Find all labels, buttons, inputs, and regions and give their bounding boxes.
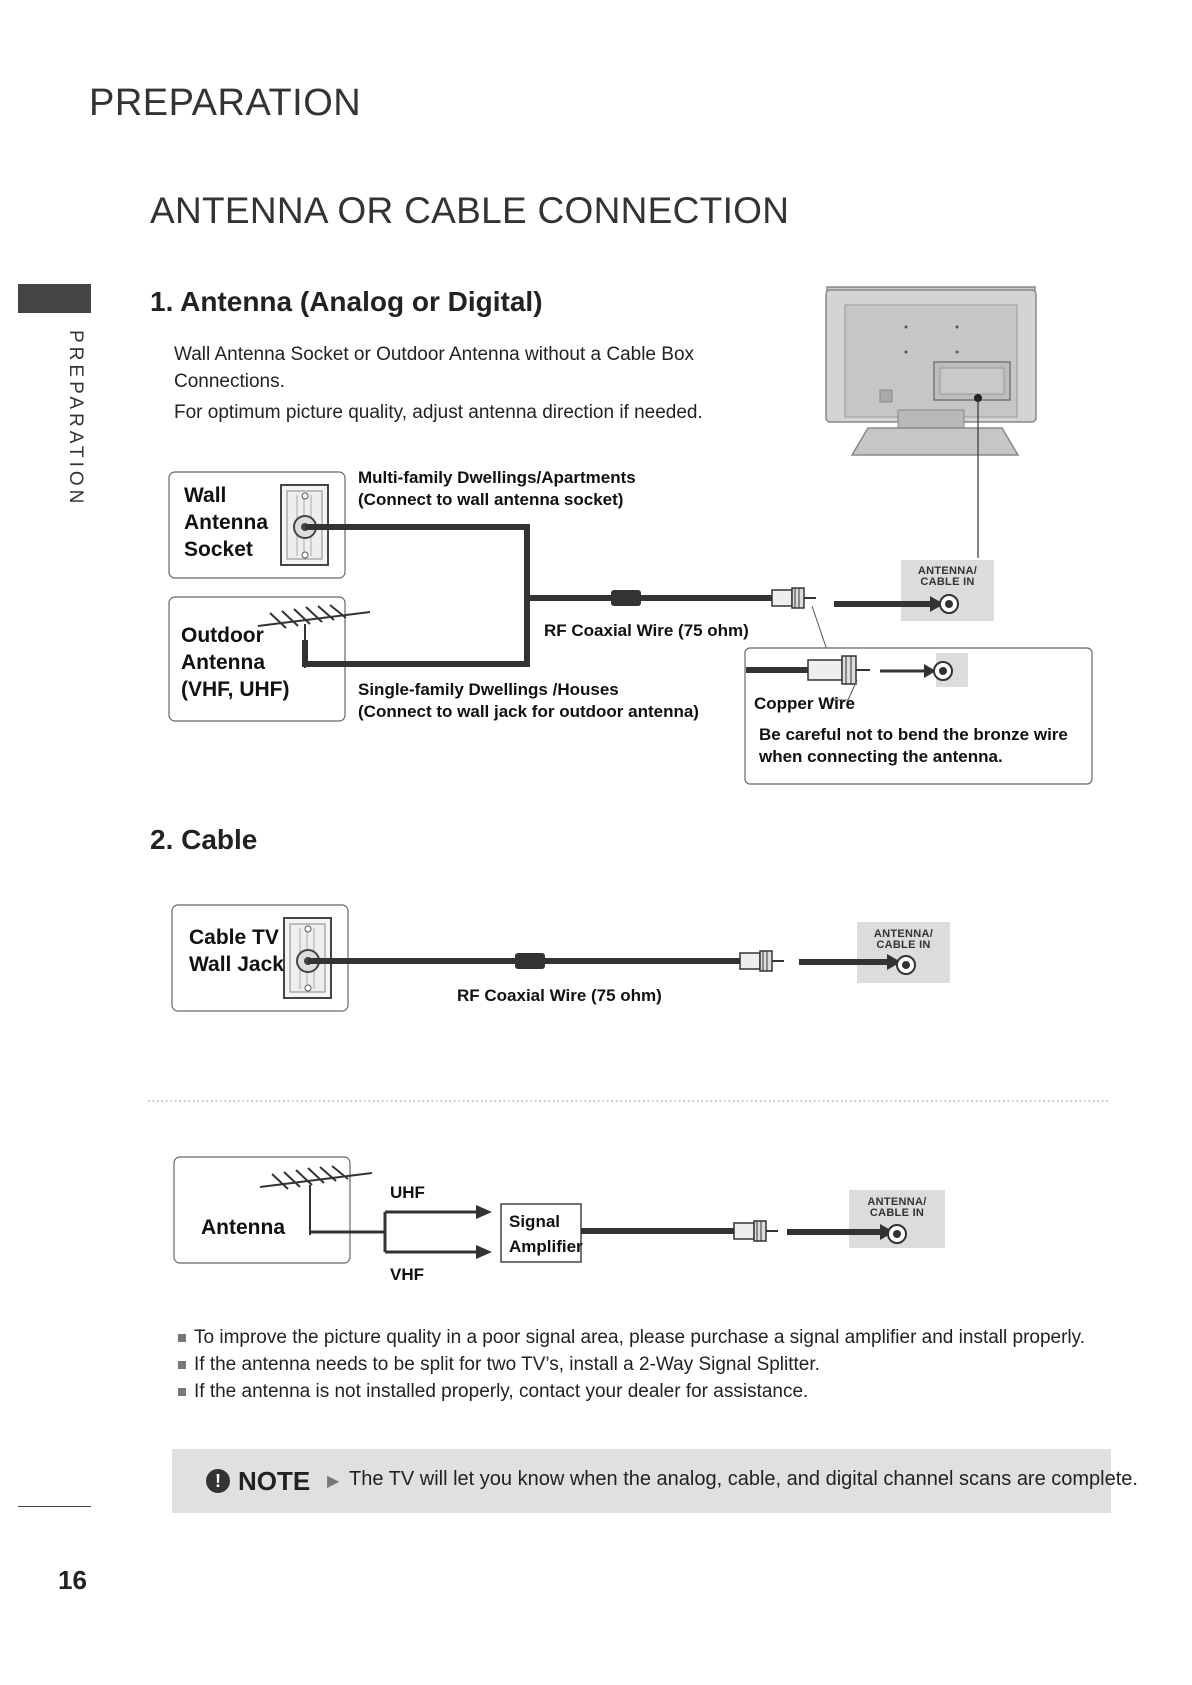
antenna-cable-in-label-2: ANTENNA/ CABLE IN [873, 928, 934, 951]
multi-family-label: Multi-family Dwellings/Apartments (Conne… [358, 468, 636, 509]
coax-connector-1 [771, 587, 816, 609]
list-item: If the antenna needs to be split for two… [178, 1351, 1085, 1378]
caution-text: Be careful not to bend the bronze wire w… [759, 725, 1068, 766]
section2-heading: 2. Cable [150, 824, 258, 855]
cable-wall-jack-label: Cable TV Wall Jack [189, 926, 284, 976]
triangle-bullet-icon: ▶ [327, 1473, 340, 1490]
side-label: PREPARATION [65, 330, 86, 508]
note-text: The TV will let you know when the analog… [349, 1468, 1138, 1490]
rf-coax-label-1: RF Coaxial Wire (75 ohm) [544, 621, 749, 640]
intro-line-3: For optimum picture quality, adjust ante… [174, 402, 703, 423]
intro-line-1: Wall Antenna Socket or Outdoor Antenna w… [174, 344, 695, 365]
antenna-cable-in-label-3: ANTENNA/ CABLE IN [867, 1196, 927, 1219]
intro-line-2: Connections. [174, 371, 285, 392]
signal-amplifier-label: Signal Amplifier [509, 1212, 583, 1256]
list-item: To improve the picture quality in a poor… [178, 1324, 1085, 1351]
copper-wire-label: Copper Wire [754, 694, 855, 713]
exclamation-icon: ! [206, 1469, 230, 1493]
side-tab-marker [18, 284, 91, 313]
antenna-label: Antenna [201, 1216, 285, 1239]
page-title: ANTENNA OR CABLE CONNECTION [150, 190, 790, 231]
wall-socket-label: Wall Antenna Socket [184, 484, 268, 561]
single-family-label: Single-family Dwellings /Houses (Connect… [358, 680, 699, 721]
section1-heading: 1. Antenna (Analog or Digital) [150, 286, 543, 317]
list-item: If the antenna is not installed properly… [178, 1378, 1085, 1405]
note-label: NOTE [238, 1466, 311, 1496]
antenna-cable-in-label-1: ANTENNA/ CABLE IN [917, 565, 978, 588]
uhf-label: UHF [390, 1183, 425, 1202]
vhf-label: VHF [390, 1265, 424, 1284]
tips-list: To improve the picture quality in a poor… [178, 1324, 1085, 1405]
outdoor-antenna-label: Outdoor Antenna (VHF, UHF) [181, 624, 290, 701]
tv-back-illustration [825, 286, 1037, 558]
page-number: 16 [58, 1565, 87, 1595]
header-title: PREPARATION [89, 82, 362, 124]
note-bar [172, 1449, 1111, 1513]
rf-coax-label-2: RF Coaxial Wire (75 ohm) [457, 986, 662, 1005]
footer-rule [18, 1506, 91, 1507]
